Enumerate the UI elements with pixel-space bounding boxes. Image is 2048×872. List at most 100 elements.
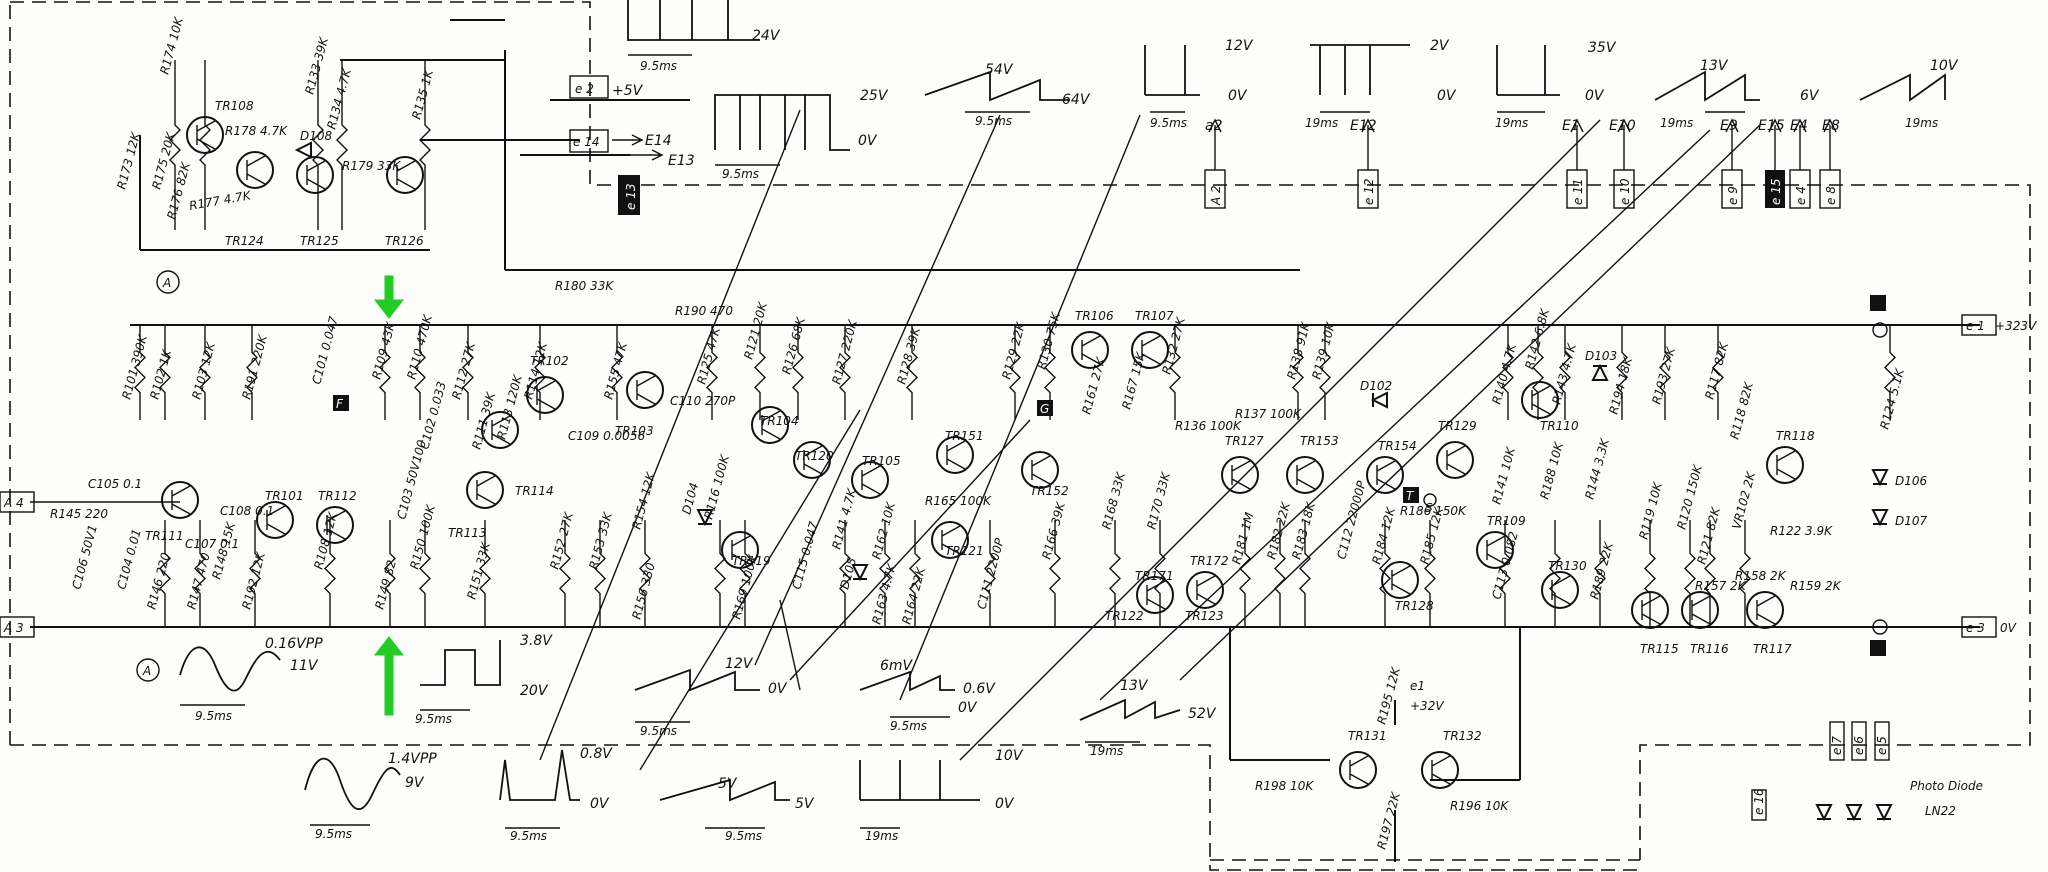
transistor-symbol: [936, 436, 974, 474]
components-r119-label: R119 10K: [1636, 480, 1665, 541]
components-r174-label: R174 10K: [157, 15, 186, 76]
resistor-symbol: [714, 520, 726, 627]
resistor-symbol: [1109, 520, 1121, 627]
components-r134-label: R134 4.7K: [324, 66, 354, 131]
resistor-symbol: [1169, 325, 1181, 420]
resistor-symbol: [1532, 325, 1544, 420]
bottom-labels-v016-label: 0.16VPP: [265, 636, 323, 652]
resistor-symbol: [1499, 520, 1511, 627]
components-tr132-label: TR132: [1443, 729, 1482, 743]
components-p323-label: +323V: [1995, 319, 2037, 333]
connector-tags-e10u-label: E10: [1609, 118, 1636, 134]
components-tr171-label: TR171: [1135, 569, 1174, 583]
components-d102-label: D102: [1360, 379, 1392, 393]
resistor-symbol: [384, 520, 396, 627]
components-tr113-label: TR113: [448, 526, 487, 540]
resistor-symbol: [419, 520, 431, 627]
components-r149-label: R149 82: [372, 559, 399, 611]
components-tr102-label: TR102: [530, 354, 569, 368]
components-tr126-label: TR126: [385, 234, 424, 248]
components-r147-label: R147 470: [184, 551, 213, 611]
transistor-symbol: [186, 116, 224, 154]
components-c107-label: C107 0.1: [185, 537, 239, 551]
top-labels-v2-label: 2V: [1430, 38, 1450, 54]
components-r194-label: R194 18K: [1606, 355, 1635, 416]
connector-tags-b-e7-label: e 7: [1830, 736, 1844, 755]
power-rails: [30, 19, 1980, 628]
bottom-labels-v6m-label: 6mV: [880, 658, 914, 674]
transistor-symbol: [1339, 751, 1377, 789]
transistor-symbol: [386, 156, 424, 194]
components-r101-label: R101 390K: [119, 332, 150, 400]
bottom-labels-v06-label: 0.6V: [963, 681, 996, 697]
test-point-f: [333, 395, 349, 411]
conn-e5: [1874, 721, 1890, 761]
components-r180-label: R180 33K: [555, 279, 614, 293]
components-c115-label: C115 0.047: [789, 520, 821, 591]
components-r141-label: R141 4.7K: [829, 486, 859, 551]
components-pt-s-label: S: [1425, 501, 1433, 515]
top-labels-t25-label: 9.5ms: [722, 167, 759, 181]
components-tr109-label: TR109: [1487, 514, 1526, 528]
transistor-symbol: [1541, 571, 1579, 609]
top-labels-e14-label: E14: [645, 133, 672, 149]
bottom-labels-v10b-label: 10V: [995, 748, 1024, 764]
transistor-symbol: [526, 376, 564, 414]
transistor-symbol: [626, 371, 664, 409]
resistor-symbol: [754, 325, 766, 420]
bottom-labels-v14-label: 1.4VPP: [388, 751, 437, 767]
components-c106-label: C106 50V1: [69, 523, 100, 591]
components-photo-label: Photo Diode: [1910, 779, 1983, 793]
bottom-labels-v20-label: 20V: [520, 683, 549, 699]
components-c102-label: C102 0.033: [417, 380, 448, 451]
transistor-symbol: [481, 411, 519, 449]
components-tr127-label: TR127: [1225, 434, 1264, 448]
conn-e7: [1829, 721, 1845, 761]
components-r186-label: R186 150K: [1400, 504, 1467, 518]
conn-a3: [0, 616, 35, 638]
components-r121b-label: R121 82K: [1694, 505, 1723, 566]
transistor-symbol: [316, 506, 354, 544]
zero-marker: [1870, 640, 1886, 656]
components-r162-label: R162 10K: [869, 500, 898, 561]
connector-tags-b-e16-label: e 16: [1752, 788, 1766, 815]
signal-arrows: [539, 109, 1837, 771]
resistor-symbol: [1559, 325, 1571, 420]
components-tr154-label: TR154: [1378, 439, 1417, 453]
components-r124-label: R124 5.1K: [1877, 366, 1907, 431]
tr131-tr132-stage: [1229, 627, 1521, 862]
resistor-symbol: [1379, 520, 1391, 627]
components-r142-label: R142 6.8K: [1522, 306, 1552, 371]
components-d105-label: D105: [837, 556, 859, 591]
resistor-symbol: [1424, 520, 1436, 627]
resistor-symbol: [1319, 325, 1331, 420]
components-p32-label: +32V: [1410, 699, 1444, 713]
resistor-symbol: [194, 520, 206, 627]
components-r145-label: R145 220: [50, 507, 108, 521]
bottom-labels-v13b-label: 13V: [1120, 678, 1149, 694]
bottom-labels-v12b-label: 12V: [725, 656, 754, 672]
bottom-labels-v0e-label: 0V: [590, 796, 610, 812]
components-c105-label: C105 0.1: [88, 477, 142, 491]
resistor-symbol: [839, 325, 851, 420]
connector-tags-b-e15-label: e 15: [1769, 179, 1783, 205]
resistor-symbol: [639, 520, 651, 627]
components-r198-label: R198 10K: [1255, 779, 1314, 793]
components-r122-label: R122 3.9K: [1770, 524, 1833, 538]
components-r103-label: R103 12K: [189, 340, 218, 401]
components-r154-label: R154 12K: [629, 470, 658, 531]
components-r121-label: R121 20K: [741, 300, 770, 361]
resistor-symbol: [246, 325, 258, 420]
transistor-symbol: [1476, 531, 1514, 569]
components-r138-label: R138 91K: [1284, 320, 1313, 381]
components-r151-label: R151 33K: [464, 540, 493, 601]
resistor-symbol: [909, 520, 921, 627]
resistor-symbol: [559, 520, 571, 627]
components-pt-a-label: A: [162, 276, 171, 290]
bottom-labels-v08-label: 0.8V: [580, 746, 613, 762]
resistor-symbol: [839, 520, 851, 627]
resistor-symbol: [134, 325, 146, 420]
board-boundary: [9, 0, 2031, 871]
resistor-symbol: [1659, 325, 1671, 420]
